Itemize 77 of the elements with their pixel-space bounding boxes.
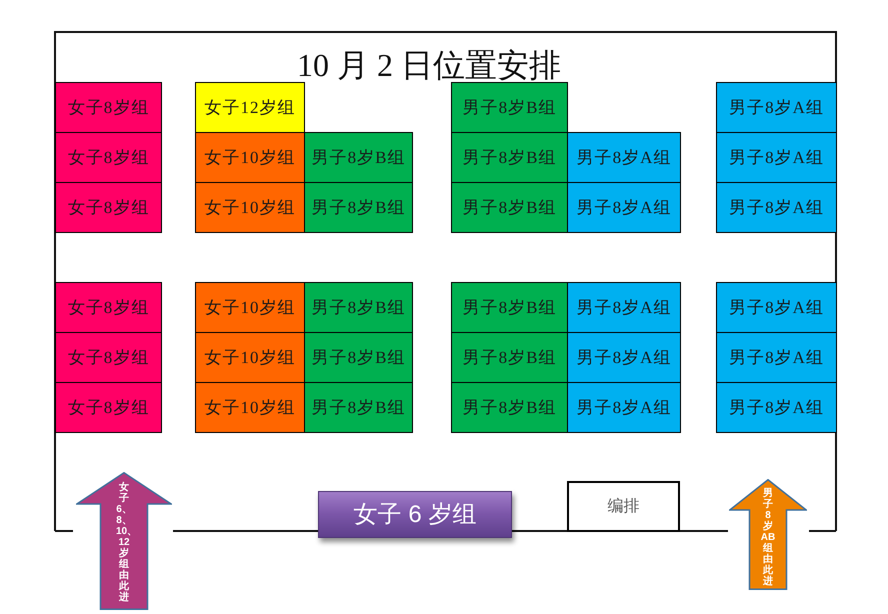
box-label: 编排 bbox=[608, 498, 640, 514]
seating-block bbox=[55, 132, 162, 183]
group-label: 男子8岁B组 bbox=[312, 396, 406, 418]
seating-block bbox=[195, 282, 305, 333]
seating-block bbox=[55, 182, 162, 233]
group-label: 女子10岁组 bbox=[204, 146, 296, 168]
group-label: 男子8岁B组 bbox=[462, 396, 556, 418]
seating-block bbox=[55, 332, 162, 383]
seating-block bbox=[451, 132, 568, 183]
seating-block bbox=[567, 282, 681, 333]
entry-arrow bbox=[729, 479, 807, 590]
seating-block bbox=[451, 82, 568, 133]
group-label: 女子8岁组 bbox=[68, 296, 150, 318]
seating-block bbox=[304, 182, 413, 233]
group-label: 男子8岁A组 bbox=[729, 296, 824, 318]
group-label: 女子12岁组 bbox=[204, 96, 296, 118]
group-label: 男子8岁A组 bbox=[729, 196, 824, 218]
group-label: 男子8岁B组 bbox=[312, 196, 406, 218]
group-label: 男子8岁A组 bbox=[576, 346, 672, 368]
group-label: 女子10岁组 bbox=[204, 196, 296, 218]
seating-block bbox=[195, 82, 305, 133]
seating-block bbox=[195, 332, 305, 383]
diagram-title: 10 月 2 日位置安排 bbox=[297, 49, 561, 81]
plate-label: 女子 6 岁组 bbox=[354, 502, 476, 526]
arrow-label: 男子8岁AB组由此进 bbox=[760, 488, 776, 587]
seating-block bbox=[567, 132, 681, 183]
group-label: 男子8岁A组 bbox=[729, 396, 824, 418]
seating-block bbox=[55, 282, 162, 333]
seating-block bbox=[304, 332, 413, 383]
seating-block bbox=[567, 182, 681, 233]
group-label: 男子8岁A组 bbox=[576, 296, 672, 318]
group-label: 男子8岁B组 bbox=[312, 146, 406, 168]
group-label: 女子8岁组 bbox=[68, 346, 150, 368]
seating-block bbox=[195, 182, 305, 233]
group-label: 男子8岁B组 bbox=[462, 296, 556, 318]
seating-block bbox=[55, 382, 162, 433]
group-sign-plate bbox=[318, 491, 512, 538]
seating-block bbox=[716, 282, 837, 333]
group-label: 女子8岁组 bbox=[68, 96, 150, 118]
group-label: 男子8岁B组 bbox=[312, 346, 406, 368]
group-label: 女子10岁组 bbox=[204, 396, 296, 418]
seating-block bbox=[716, 182, 837, 233]
group-label: 男子8岁B组 bbox=[462, 346, 556, 368]
seating-block bbox=[716, 382, 837, 433]
group-label: 女子10岁组 bbox=[204, 296, 296, 318]
group-label: 男子8岁B组 bbox=[312, 296, 406, 318]
group-label: 男子8岁A组 bbox=[729, 146, 824, 168]
seating-block bbox=[451, 382, 568, 433]
seating-block bbox=[451, 332, 568, 383]
group-label: 女子8岁组 bbox=[68, 396, 150, 418]
seating-block bbox=[304, 282, 413, 333]
group-label: 女子8岁组 bbox=[68, 196, 150, 218]
seating-block bbox=[195, 382, 305, 433]
group-label: 男子8岁B组 bbox=[462, 96, 556, 118]
seating-block bbox=[304, 132, 413, 183]
seating-block bbox=[451, 282, 568, 333]
seating-block bbox=[451, 182, 568, 233]
group-label: 男子8岁A组 bbox=[729, 346, 824, 368]
group-label: 男子8岁A组 bbox=[729, 96, 824, 118]
entry-arrow bbox=[76, 472, 172, 610]
seating-block bbox=[716, 332, 837, 383]
seating-block bbox=[195, 132, 305, 183]
group-label: 男子8岁A组 bbox=[576, 396, 672, 418]
label-box bbox=[567, 481, 680, 532]
group-label: 男子8岁B组 bbox=[462, 146, 556, 168]
group-label: 男子8岁A组 bbox=[576, 196, 672, 218]
group-label: 男子8岁A组 bbox=[576, 146, 672, 168]
seating-block bbox=[567, 382, 681, 433]
group-label: 女子8岁组 bbox=[68, 146, 150, 168]
seating-block bbox=[716, 132, 837, 183]
group-label: 女子10岁组 bbox=[204, 346, 296, 368]
group-label: 男子8岁B组 bbox=[462, 196, 556, 218]
seating-block bbox=[304, 382, 413, 433]
seating-block bbox=[716, 82, 837, 133]
seating-block bbox=[55, 82, 162, 133]
seating-block bbox=[567, 332, 681, 383]
arrow-label: 女子6、8、10、12岁组由此进 bbox=[116, 482, 132, 603]
